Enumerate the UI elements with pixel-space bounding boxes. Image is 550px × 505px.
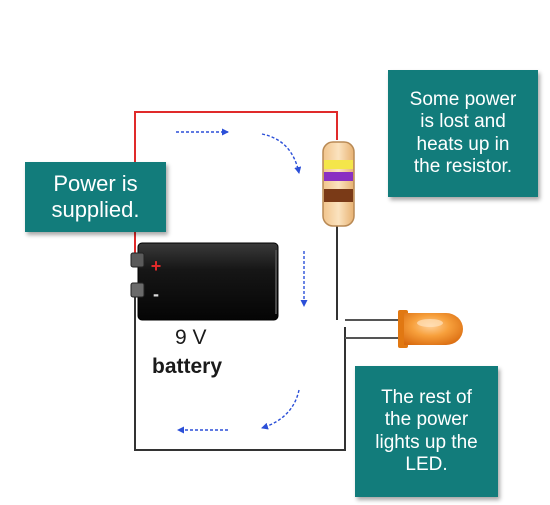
battery-plus-sign: + — [151, 256, 162, 276]
callout-line: Power is — [53, 171, 138, 197]
battery-voltage-label: 9 V — [175, 326, 207, 349]
led-icon — [345, 310, 463, 348]
callout-line: the power — [384, 409, 469, 431]
callout-line: is lost and — [420, 111, 506, 133]
negative-wire — [134, 292, 346, 451]
callout-line: lights up the — [375, 431, 478, 453]
callout-line: Some power — [409, 88, 517, 110]
battery-name-label: battery — [152, 355, 223, 378]
callout-resistor-loss: Some power is lost and heats up in the r… — [388, 70, 538, 197]
battery-icon: + - — [130, 242, 279, 321]
battery-minus-sign: - — [153, 284, 159, 304]
callout-line: supplied. — [51, 197, 140, 222]
callout-line: The rest of — [381, 386, 472, 408]
flow-arrow-icon — [261, 389, 300, 430]
callout-line: heats up in — [416, 133, 510, 155]
callout-led-light: The rest of the power lights up the LED. — [355, 366, 498, 497]
flow-arrow-icon — [261, 133, 302, 174]
callout-power-supplied: Power is supplied. — [25, 162, 166, 232]
callout-line: the resistor. — [413, 155, 513, 177]
flow-arrows — [176, 128, 308, 434]
callout-line: LED. — [405, 453, 448, 475]
resistor-icon — [322, 141, 355, 227]
